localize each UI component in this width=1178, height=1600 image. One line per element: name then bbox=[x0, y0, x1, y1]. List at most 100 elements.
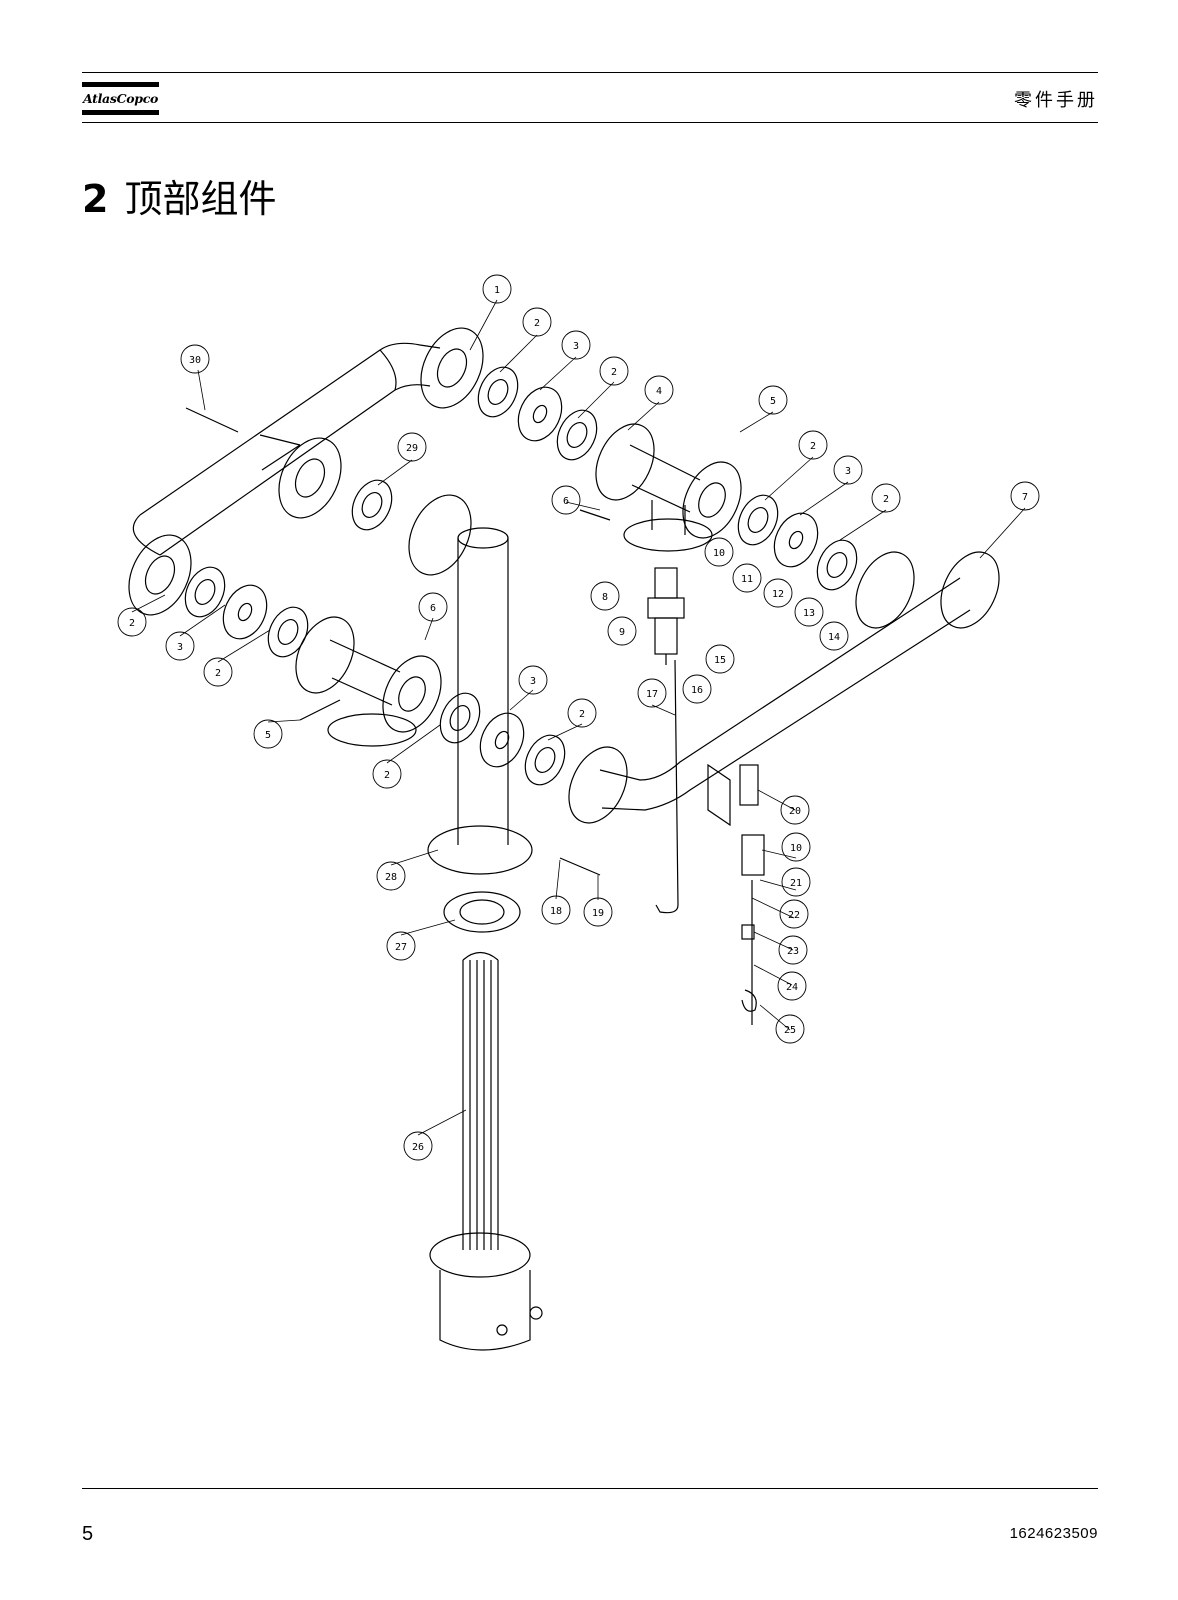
callout-label: 21 bbox=[790, 878, 802, 889]
callout-circle bbox=[372, 759, 402, 789]
callout-label: 2 bbox=[215, 668, 221, 679]
callout-label: 25 bbox=[784, 1025, 796, 1036]
callout-label: 18 bbox=[550, 906, 562, 917]
callout-circle bbox=[403, 1131, 433, 1161]
flange-mid-left bbox=[278, 437, 342, 519]
callout-label: 2 bbox=[534, 318, 540, 329]
callout-circle bbox=[819, 621, 849, 651]
callout-circle bbox=[777, 971, 807, 1001]
flange-lower-left bbox=[128, 534, 192, 616]
callout-label: 6 bbox=[430, 603, 436, 614]
header-bottom-rule bbox=[82, 122, 1098, 123]
footer-rule bbox=[82, 1488, 1098, 1489]
callout-label: 10 bbox=[713, 548, 725, 559]
callout-circle bbox=[397, 432, 427, 462]
filter-regulator bbox=[647, 567, 685, 665]
callout-circle bbox=[165, 631, 195, 661]
callout-label: 9 bbox=[619, 627, 625, 638]
callout-label: 2 bbox=[384, 770, 390, 781]
callout-circle bbox=[794, 597, 824, 627]
callout-circle bbox=[704, 537, 734, 567]
callout-circle bbox=[482, 274, 512, 304]
callout-circle bbox=[705, 644, 735, 674]
callout-circle bbox=[732, 563, 762, 593]
callout-circle bbox=[376, 861, 406, 891]
callout-label: 26 bbox=[412, 1142, 424, 1153]
callout-circle bbox=[1010, 481, 1040, 511]
callout-circle bbox=[781, 867, 811, 897]
callout-label: 10 bbox=[790, 843, 802, 854]
callout-label: 11 bbox=[741, 574, 753, 585]
callout-circle bbox=[763, 578, 793, 608]
callout-label: 30 bbox=[189, 355, 201, 366]
callout-label: 29 bbox=[406, 443, 418, 454]
header-top-rule bbox=[82, 72, 1098, 73]
callout-circle bbox=[780, 795, 810, 825]
callout-label: 8 bbox=[602, 592, 608, 603]
callout-circle bbox=[253, 719, 283, 749]
right-pipe bbox=[568, 551, 1000, 824]
callout-circle bbox=[590, 581, 620, 611]
atlas-copco-logo: AtlasCopco bbox=[82, 80, 159, 118]
callout-circle bbox=[644, 375, 674, 405]
callout-label: 12 bbox=[772, 589, 784, 600]
callout-label: 3 bbox=[177, 642, 183, 653]
callout-label: 28 bbox=[385, 872, 397, 883]
flange-top-left bbox=[420, 327, 484, 409]
callout-label: 22 bbox=[788, 910, 800, 921]
callout-circle bbox=[758, 385, 788, 415]
callout-circle bbox=[775, 1014, 805, 1044]
callout-circle bbox=[798, 430, 828, 460]
callout-label: 7 bbox=[1022, 492, 1028, 503]
callout-circle bbox=[418, 592, 448, 622]
callout-label: 3 bbox=[845, 466, 851, 477]
tee-lower bbox=[295, 616, 442, 747]
callout-label: 14 bbox=[828, 632, 840, 643]
callout-circle bbox=[386, 931, 416, 961]
callout-circle bbox=[779, 899, 809, 929]
callout-label: 15 bbox=[714, 655, 726, 666]
callout-label: 3 bbox=[530, 676, 536, 687]
callout-label: 2 bbox=[579, 709, 585, 720]
bracket bbox=[707, 763, 731, 827]
callout-circle bbox=[833, 455, 863, 485]
callout-label: 2 bbox=[129, 618, 135, 629]
callout-label: 4 bbox=[656, 386, 662, 397]
callout-circle bbox=[522, 307, 552, 337]
callout-circle bbox=[180, 344, 210, 374]
callout-label: 23 bbox=[787, 946, 799, 957]
callout-circle bbox=[518, 665, 548, 695]
callout-label: 24 bbox=[786, 982, 798, 993]
document-type: 零件手册 bbox=[1014, 90, 1098, 111]
callout-circle bbox=[871, 483, 901, 513]
callout-label: 2 bbox=[611, 367, 617, 378]
section-number: 2 bbox=[82, 177, 109, 221]
callout-circle bbox=[778, 935, 808, 965]
callout-label: 20 bbox=[789, 806, 801, 817]
callout-circle bbox=[599, 356, 629, 386]
callout-label: 17 bbox=[646, 689, 658, 700]
callout-circle bbox=[781, 832, 811, 862]
callout-circle bbox=[567, 698, 597, 728]
callout-circle bbox=[561, 330, 591, 360]
callout-label: 5 bbox=[770, 396, 776, 407]
callout-label: 1 bbox=[494, 285, 500, 296]
heater-element bbox=[429, 951, 543, 1351]
drain-tube bbox=[655, 659, 679, 914]
callout-label: 3 bbox=[573, 341, 579, 352]
callout-circle bbox=[203, 657, 233, 687]
callout-circle bbox=[117, 607, 147, 637]
callout-circle bbox=[637, 678, 667, 708]
callout-circle bbox=[583, 897, 613, 927]
callout-label: 13 bbox=[803, 608, 815, 619]
callout-label: 5 bbox=[265, 730, 271, 741]
level-gauge-parts bbox=[739, 764, 765, 1025]
page-number: 5 bbox=[82, 1523, 94, 1545]
callout-label: 19 bbox=[592, 908, 604, 919]
callout-circle bbox=[541, 895, 571, 925]
vertical-pipe bbox=[427, 527, 533, 875]
callout-label: 16 bbox=[691, 685, 703, 696]
document-number: 1624623509 bbox=[1009, 1525, 1098, 1542]
